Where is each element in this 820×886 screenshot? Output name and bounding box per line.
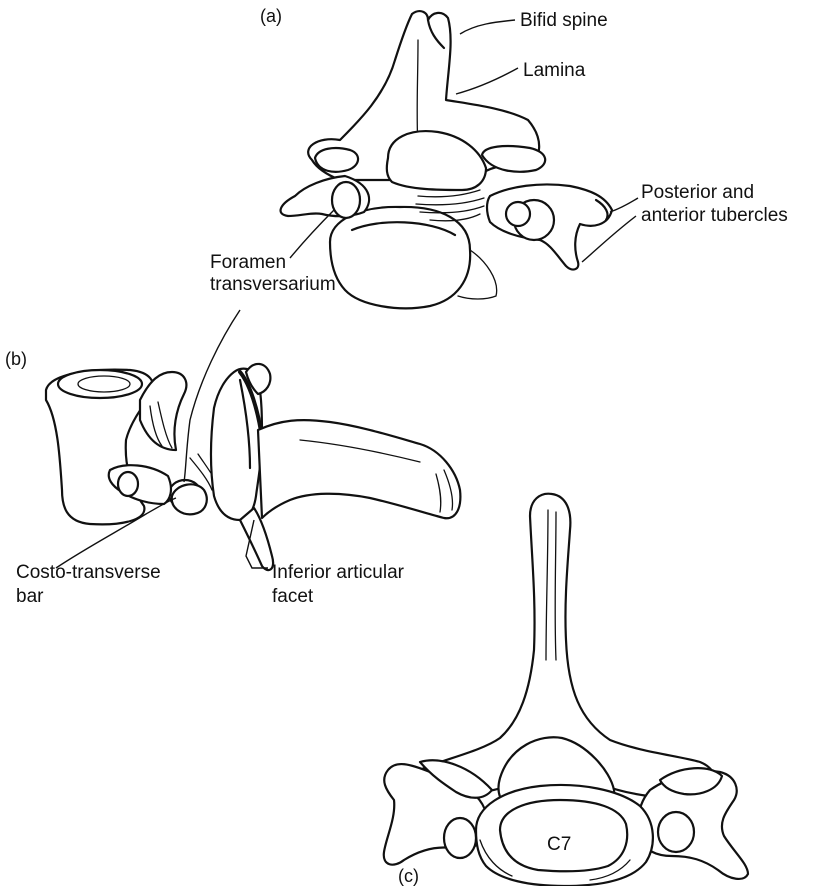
- label-foramen-line2: transversarium: [210, 274, 336, 295]
- panel-label-a: (a): [260, 6, 282, 26]
- label-facet-line1: Inferior articular: [272, 562, 405, 583]
- label-c7: C7: [547, 834, 571, 855]
- label-costo-line2: bar: [16, 586, 44, 607]
- vertebra-a-drawing: [281, 11, 612, 308]
- vertebra-b-inferior-facet: [240, 508, 273, 570]
- panel-label-b: (b): [5, 349, 27, 369]
- vertebra-c-drawing: [384, 494, 748, 886]
- vertebra-b-drawing: [46, 364, 460, 570]
- label-tubercles-line2: anterior tubercles: [641, 205, 788, 226]
- label-lamina: Lamina: [523, 60, 586, 81]
- vertebra-b-spinous-process: [258, 420, 460, 518]
- label-foramen-line1: Foramen: [210, 252, 286, 273]
- label-facet-line2: facet: [272, 586, 314, 607]
- panel-label-c: (c): [398, 866, 419, 886]
- label-bifid-spine: Bifid spine: [520, 10, 608, 31]
- label-tubercles-line1: Posterior and: [641, 182, 754, 203]
- label-costo-line1: Costo-transverse: [16, 562, 161, 583]
- vertebra-b-costo-bar: [172, 484, 207, 514]
